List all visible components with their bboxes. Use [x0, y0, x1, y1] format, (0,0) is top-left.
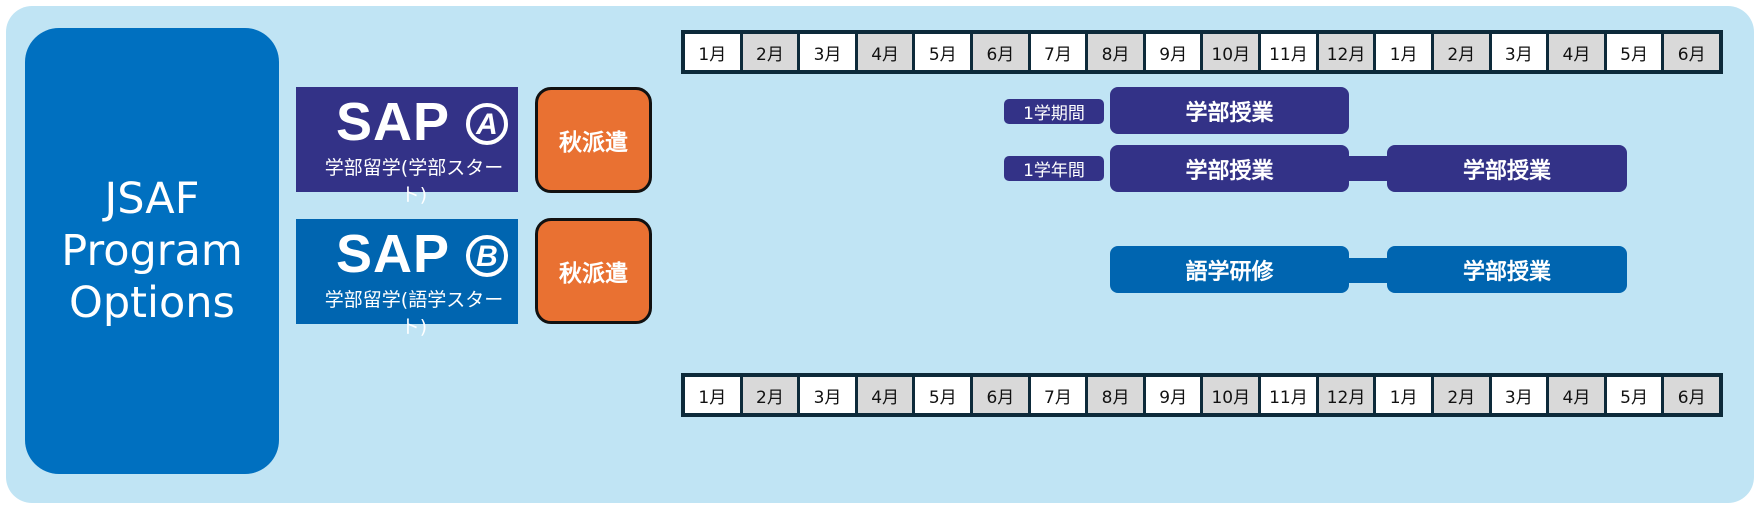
month-cell: 8月 — [1088, 377, 1143, 413]
month-cell: 1月 — [685, 377, 740, 413]
block-undergrad-classes: 学部授業 — [1387, 145, 1627, 192]
month-cell: 5月 — [915, 377, 971, 413]
month-cell: 4月 — [1549, 377, 1604, 413]
month-cell: 6月 — [1664, 34, 1719, 70]
month-cell: 5月 — [915, 34, 971, 70]
month-cell: 3月 — [1491, 377, 1547, 413]
duration-label-semester: 1学期間 — [1004, 99, 1104, 124]
month-cell: 10月 — [1203, 377, 1259, 413]
month-cell: 5月 — [1606, 34, 1662, 70]
month-cell: 6月 — [973, 34, 1028, 70]
sap-a-subtitle: 学部留学(学部スタート) — [324, 157, 504, 206]
month-cell: 2月 — [742, 34, 798, 70]
month-cell: 7月 — [1030, 34, 1086, 70]
month-cell: 4月 — [857, 377, 913, 413]
sap-a-name: SAP — [336, 92, 451, 152]
month-cell: 10月 — [1203, 34, 1259, 70]
duration-label-year: 1学年間 — [1004, 156, 1104, 181]
circle-b-icon: B — [466, 235, 508, 277]
circle-a-icon: A — [466, 103, 508, 145]
block-undergrad-classes: 学部授業 — [1110, 145, 1349, 192]
month-cell: 9月 — [1145, 34, 1201, 70]
sap-b-name: SAP — [336, 224, 451, 284]
month-cell: 11月 — [1261, 34, 1316, 70]
month-cell: 6月 — [973, 377, 1028, 413]
month-cell: 12月 — [1318, 377, 1374, 413]
sap-b-dispatch: 秋派遣 — [535, 218, 652, 324]
month-cell: 9月 — [1145, 377, 1201, 413]
block-undergrad-classes: 学部授業 — [1387, 246, 1627, 293]
month-cell: 4月 — [1549, 34, 1604, 70]
program-options-title: JSAF Program Options — [25, 28, 279, 474]
connector — [1345, 156, 1391, 181]
month-cell: 12月 — [1318, 34, 1374, 70]
sap-b-label: SAP B 学部留学(語学スタート) — [296, 219, 518, 338]
connector — [1345, 258, 1391, 283]
month-cell: 11月 — [1261, 377, 1316, 413]
month-cell: 8月 — [1088, 34, 1143, 70]
month-cell: 1月 — [685, 34, 740, 70]
month-cell: 2月 — [1433, 34, 1489, 70]
month-cell: 1月 — [1376, 377, 1431, 413]
month-cell: 3月 — [1491, 34, 1547, 70]
sap-a-dispatch: 秋派遣 — [535, 87, 652, 193]
block-undergrad-classes: 学部授業 — [1110, 87, 1349, 134]
month-cell: 3月 — [800, 34, 855, 70]
month-cell: 5月 — [1606, 377, 1662, 413]
month-cell: 4月 — [857, 34, 913, 70]
block-language-training: 語学研修 — [1110, 246, 1349, 293]
sap-a-label: SAP A 学部留学(学部スタート) — [296, 87, 518, 206]
month-cell: 3月 — [800, 377, 855, 413]
month-cell: 6月 — [1664, 377, 1719, 413]
month-cell: 2月 — [742, 377, 798, 413]
month-cell: 7月 — [1030, 377, 1086, 413]
month-cell: 1月 — [1376, 34, 1431, 70]
sap-b-subtitle: 学部留学(語学スタート) — [324, 289, 504, 338]
month-cell: 2月 — [1433, 377, 1489, 413]
